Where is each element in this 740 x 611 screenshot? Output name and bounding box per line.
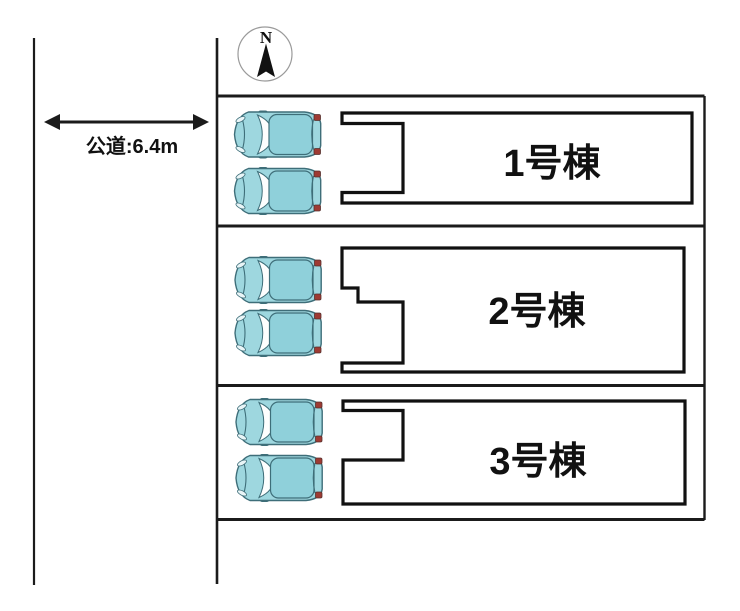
compass-needle: [257, 43, 275, 77]
compass-north-label: N: [260, 28, 273, 47]
car-top-view-icon: [233, 166, 322, 216]
building-1-outline: [340, 111, 694, 205]
north-arrow-icon: N: [237, 26, 293, 82]
building-3: 3号棟: [341, 399, 687, 506]
building-2: 2号棟: [340, 246, 686, 374]
building-2-outline: [340, 246, 686, 374]
building-2-label: 2号棟: [488, 291, 586, 333]
road-width-label: 公道:6.4m: [86, 134, 178, 158]
car-top-view-icon: [234, 308, 322, 358]
building-1: 1号棟: [340, 111, 694, 205]
car-top-view-icon: [235, 397, 323, 447]
car-top-view-icon: [235, 453, 323, 503]
car-top-view-icon: [234, 255, 322, 305]
building-1-label: 1号棟: [503, 143, 601, 185]
lot-boundaries: [217, 94, 706, 521]
building-3-label: 3号棟: [489, 441, 587, 483]
car-top-view-icon: [233, 110, 322, 159]
building-3-outline: [341, 399, 687, 506]
road-width-annotation: 公道:6.4m: [44, 114, 209, 158]
arrow-right-head-icon: [193, 114, 209, 130]
arrow-left-head-icon: [44, 114, 60, 130]
